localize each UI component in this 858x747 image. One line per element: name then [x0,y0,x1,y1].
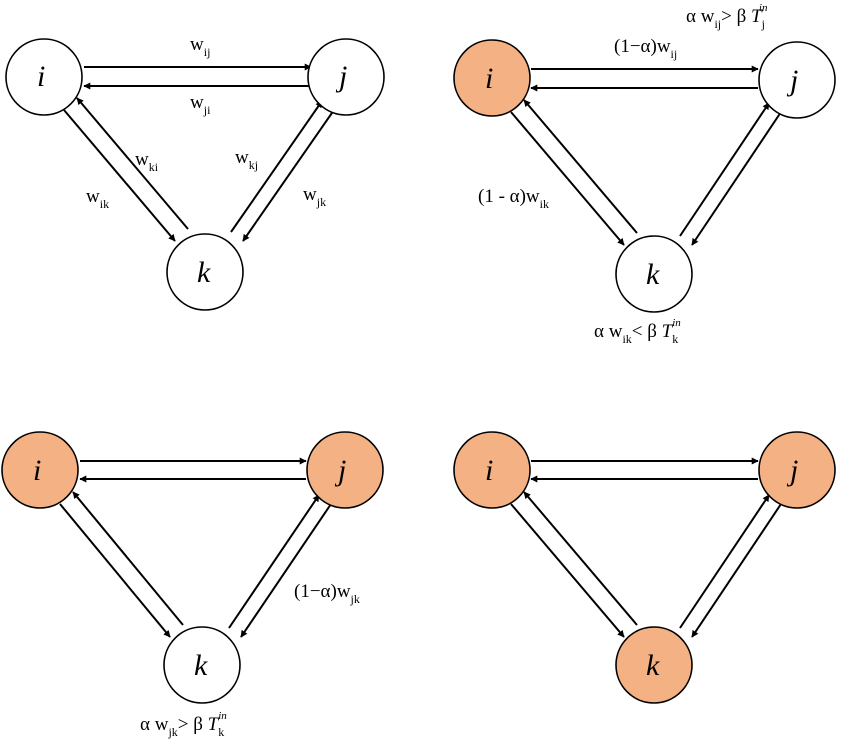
edge-j-to-k [691,111,782,246]
edge-j-to-k [691,503,782,638]
node-j [758,41,836,119]
node-j-label: j [786,64,798,97]
node-k [615,235,693,313]
node-i [453,39,531,117]
label-w-jk: wjk [303,184,326,209]
label-w-ik: wik [86,186,109,211]
node-i-label: i [485,62,493,95]
edge-k-to-i [523,491,638,626]
edge-k-to-i [72,491,184,626]
edge-k-to-j [228,494,320,629]
node-k-label: k [194,649,208,682]
node-k-label: k [197,256,211,289]
condition-alpha-w-ij-gt-beta-T-j-in: α wij> β Tjin [686,2,768,31]
edge-k-to-j [679,102,770,237]
edge-j-to-k [240,503,332,638]
node-i-label: i [37,60,45,93]
edge-i-to-k [63,109,176,242]
node-i [1,431,79,509]
node-k-label: k [646,649,660,682]
panel-1: i j k (1−α)wij (1 - α)wik α wij> β Tjin … [453,2,836,346]
node-j-label: j [786,454,798,487]
edge-i-to-k [510,503,625,638]
node-k [163,626,241,704]
label-w-kj: wkj [235,147,258,172]
edge-k-to-j [230,100,323,233]
node-j [758,431,836,509]
panel-0: i j k wij wji wki wik wkj wjk [5,34,385,311]
edge-i-to-k [59,503,171,638]
panel-3: i j k [453,431,836,704]
node-j-label: j [334,454,346,487]
label-w-ij: wij [190,34,210,59]
condition-alpha-w-jk-gt-beta-T-k-in: α wjk> β Tkin [140,710,227,739]
node-j [306,431,384,509]
label-one-minus-alpha-w-jk: (1−α)wjk [294,581,360,606]
node-k [615,626,693,704]
node-j [307,38,385,116]
label-one-minus-alpha-w-ik: (1 - α)wik [478,186,549,211]
edge-i-to-k [510,111,625,246]
edge-j-to-k [242,109,335,242]
panel-2: i j k (1−α)wjk α wjk> β Tkin [1,431,384,739]
label-w-ki: wki [135,149,159,174]
node-i [453,431,531,509]
node-k [166,233,244,311]
node-k-label: k [646,258,660,291]
node-j-label: j [335,60,347,93]
edge-k-to-i [523,99,638,234]
label-one-minus-alpha-w-ij: (1−α)wij [614,36,677,61]
node-i-label: i [485,454,493,487]
condition-alpha-w-ik-lt-beta-T-k-in: α wik< β Tkin [594,317,681,346]
edge-k-to-i [76,97,189,230]
node-i-label: i [33,454,41,487]
edge-k-to-j [679,494,770,629]
label-w-ji: wji [190,92,211,117]
node-i [5,38,83,116]
